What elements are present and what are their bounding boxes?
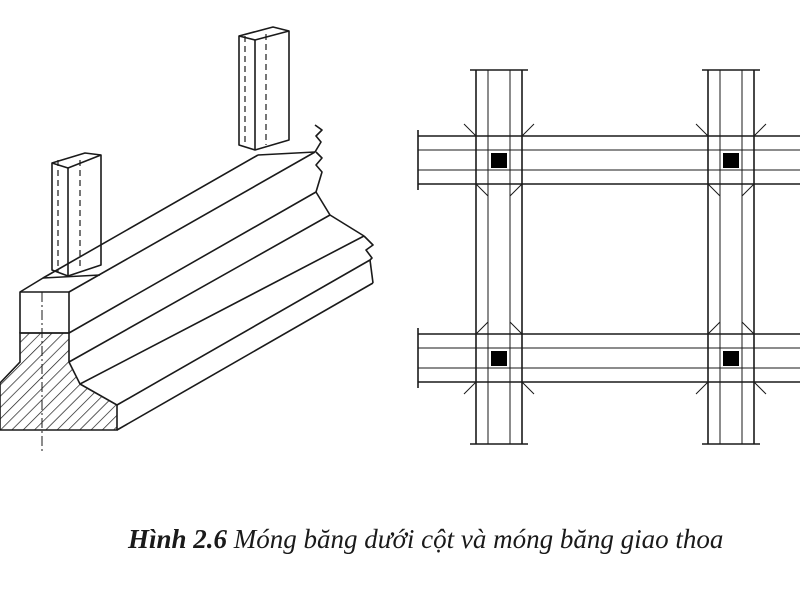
figure-number: Hình 2.6 — [128, 524, 228, 554]
column-2 — [238, 26, 290, 151]
column-node — [723, 351, 739, 366]
column-node — [491, 153, 507, 168]
column-node — [491, 351, 507, 366]
footing-cross-section — [0, 332, 118, 431]
column-1 — [51, 152, 102, 277]
vertical-strip-right — [702, 69, 760, 445]
vertical-strip-left — [470, 69, 528, 445]
column-node — [723, 153, 739, 168]
strip-footing-3d-drawing — [0, 26, 374, 452]
horizontal-strip-top — [417, 130, 800, 190]
figure-title: Móng băng dưới cột và móng băng giao tho… — [233, 524, 724, 554]
figure-caption: Hình 2.6 Móng băng dưới cột và móng băng… — [128, 524, 800, 555]
beam-end-face — [19, 291, 70, 334]
grid-footing-plan-drawing — [417, 69, 800, 445]
horizontal-strip-bottom — [417, 328, 800, 388]
